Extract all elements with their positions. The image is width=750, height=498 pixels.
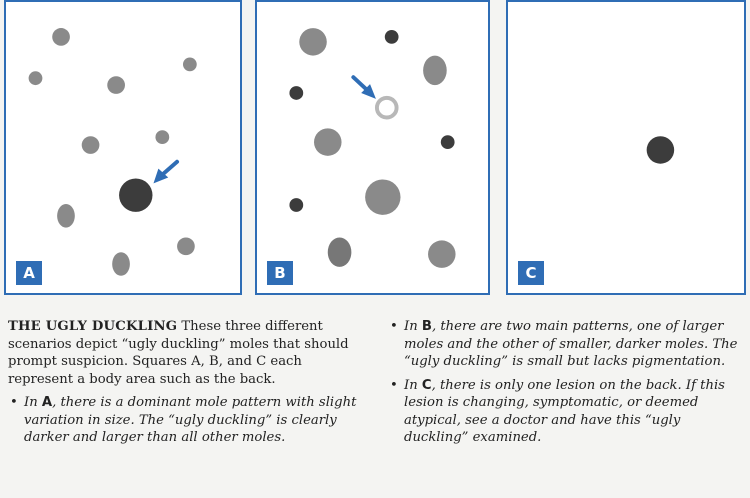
bullet-dot-icon: •: [10, 395, 18, 410]
arrow-icon: [153, 159, 180, 184]
bullet-dot-icon: •: [390, 377, 398, 393]
panel-b-illustration: [289, 28, 456, 268]
arrow-icon: [351, 75, 376, 99]
mole: [57, 204, 75, 228]
ugly-duckling-mole: [646, 136, 675, 164]
panel-label: C: [518, 261, 544, 285]
bullet-text: , there are two main patterns, one of la…: [404, 319, 738, 369]
ugly-duckling-mole: [119, 178, 153, 212]
mole: [182, 57, 197, 72]
mole: [155, 130, 170, 145]
panel-c: C: [506, 0, 746, 295]
bullet-dot-icon: •: [390, 319, 398, 334]
caption-title: THE UGLY DUCKLING: [8, 319, 178, 334]
mole: [289, 86, 304, 100]
bullet-text: , there is a dominant mole pattern with …: [24, 395, 357, 445]
mole: [112, 252, 130, 276]
mole: [299, 28, 327, 56]
ugly-duckling-mole: [374, 95, 399, 120]
bullet-letter: C: [421, 377, 432, 393]
mole: [177, 237, 195, 256]
bullet-text: , there is only one lesion on the back. …: [404, 377, 725, 446]
panel-c-illustration: [646, 136, 675, 164]
mole: [327, 237, 352, 267]
bullet-c: •In C, there is only one lesion on the b…: [390, 377, 725, 446]
mole: [28, 71, 43, 86]
panel-label: A: [16, 261, 42, 285]
bullet-a: •In A, there is a dominant mole pattern …: [10, 395, 357, 445]
caption: THE UGLY DUCKLING These three different …: [8, 318, 368, 388]
mole: [52, 28, 70, 46]
mole: [428, 240, 456, 268]
bullet-letter: B: [421, 319, 432, 334]
mole: [289, 198, 304, 212]
mole: [314, 128, 342, 156]
panel-a-illustration: [28, 28, 197, 276]
mole: [384, 30, 399, 44]
caption-left-column: THE UGLY DUCKLING These three different …: [8, 318, 368, 447]
bullet-letter: A: [41, 395, 53, 410]
mole: [107, 76, 125, 94]
panel-b: B: [255, 0, 490, 295]
panel-a: A: [4, 0, 242, 295]
caption-right-column: •In B, there are two main patterns, one …: [388, 318, 740, 447]
mole: [423, 55, 447, 86]
mole: [81, 136, 100, 154]
panel-label: B: [267, 261, 293, 285]
caption-body: These three different scenarios depict “…: [8, 319, 349, 387]
mole: [365, 179, 401, 215]
bullet-b: •In B, there are two main patterns, one …: [390, 319, 738, 369]
mole: [440, 135, 455, 149]
